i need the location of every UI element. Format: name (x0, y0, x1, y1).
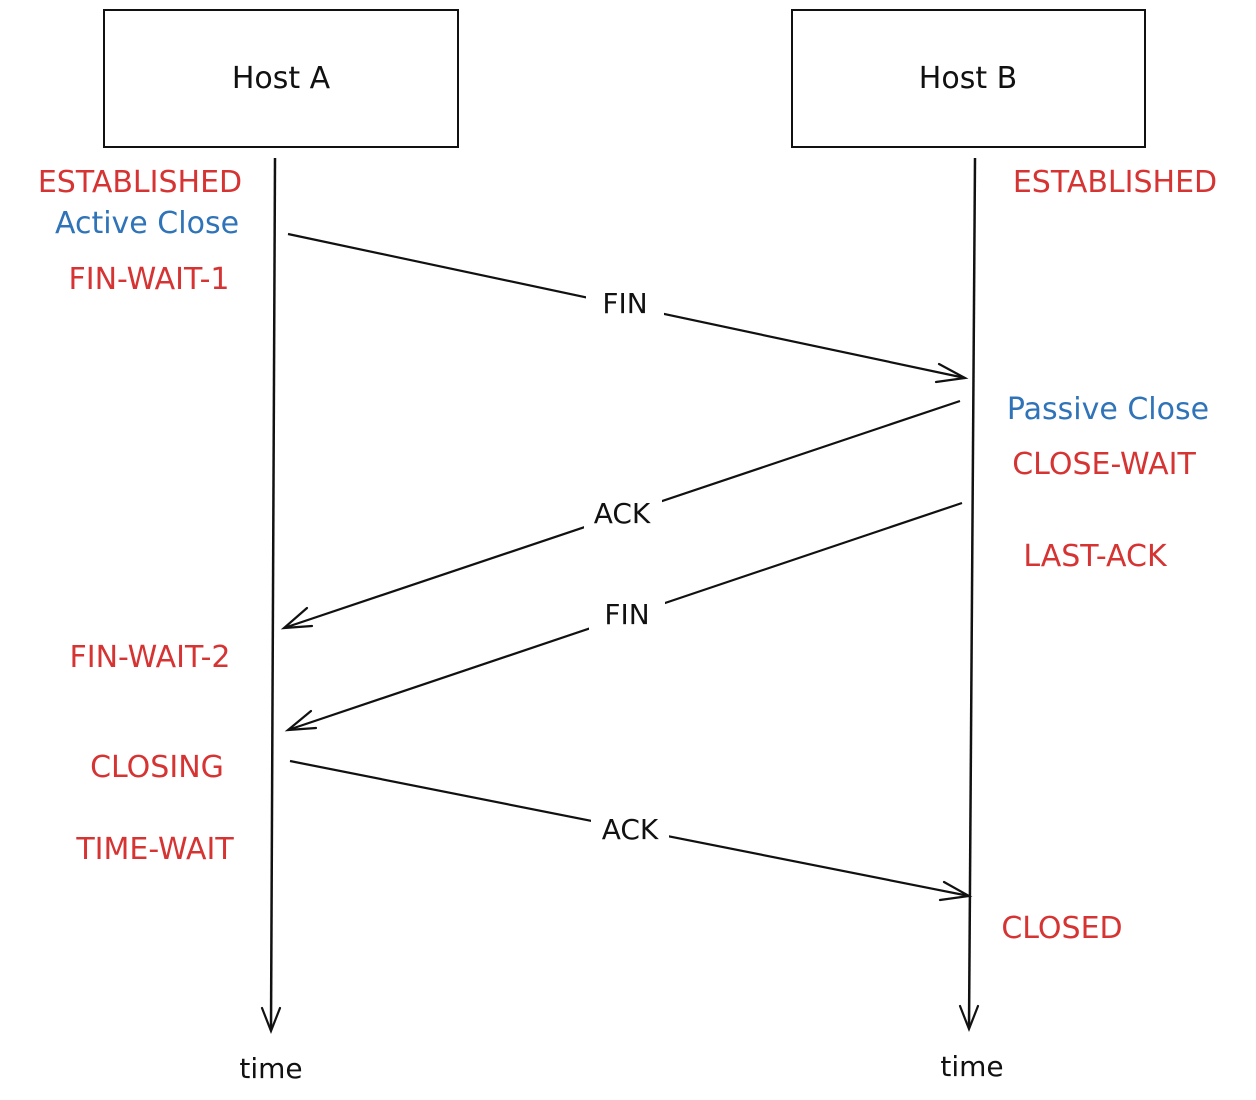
host-b-box: Host B (791, 9, 1146, 148)
host-a-box: Host A (103, 9, 459, 148)
ack-b-to-a-label: ACK (594, 497, 651, 530)
host-b-time-label: time (940, 1050, 1003, 1083)
fin-arrow-a-to-b: FIN (287, 232, 969, 384)
ack-a-to-b-label: ACK (602, 813, 659, 846)
host-a-label: Host A (232, 61, 331, 96)
host-b-state-established: ESTABLISHED (1013, 165, 1217, 200)
fin-arrow-b-to-a: FIN (284, 501, 963, 732)
host-a-state-fin-wait-2: FIN-WAIT-2 (69, 640, 230, 675)
host-b-state-last-ack: LAST-ACK (1023, 539, 1168, 574)
host-a-state-closing: CLOSING (90, 750, 224, 785)
host-a-state-established: ESTABLISHED (38, 165, 242, 200)
host-a-active-close: Active Close (55, 206, 239, 241)
fin-a-to-b-label: FIN (602, 287, 647, 320)
host-a-state-time-wait: TIME-WAIT (75, 832, 234, 867)
host-b-state-closed: CLOSED (1001, 911, 1122, 946)
host-a-time-label: time (239, 1052, 302, 1085)
fin-b-to-a-label: FIN (604, 598, 649, 631)
host-a-lifeline (260, 157, 282, 1035)
ack-arrow-b-to-a: ACK (280, 399, 961, 630)
host-b-label: Host B (919, 61, 1017, 96)
host-b-passive-close: Passive Close (1007, 392, 1209, 427)
host-b-lifeline (958, 157, 980, 1033)
host-b-state-close-wait: CLOSE-WAIT (1012, 447, 1196, 482)
ack-arrow-a-to-b: ACK (289, 759, 973, 902)
host-a-state-fin-wait-1: FIN-WAIT-1 (68, 262, 229, 297)
